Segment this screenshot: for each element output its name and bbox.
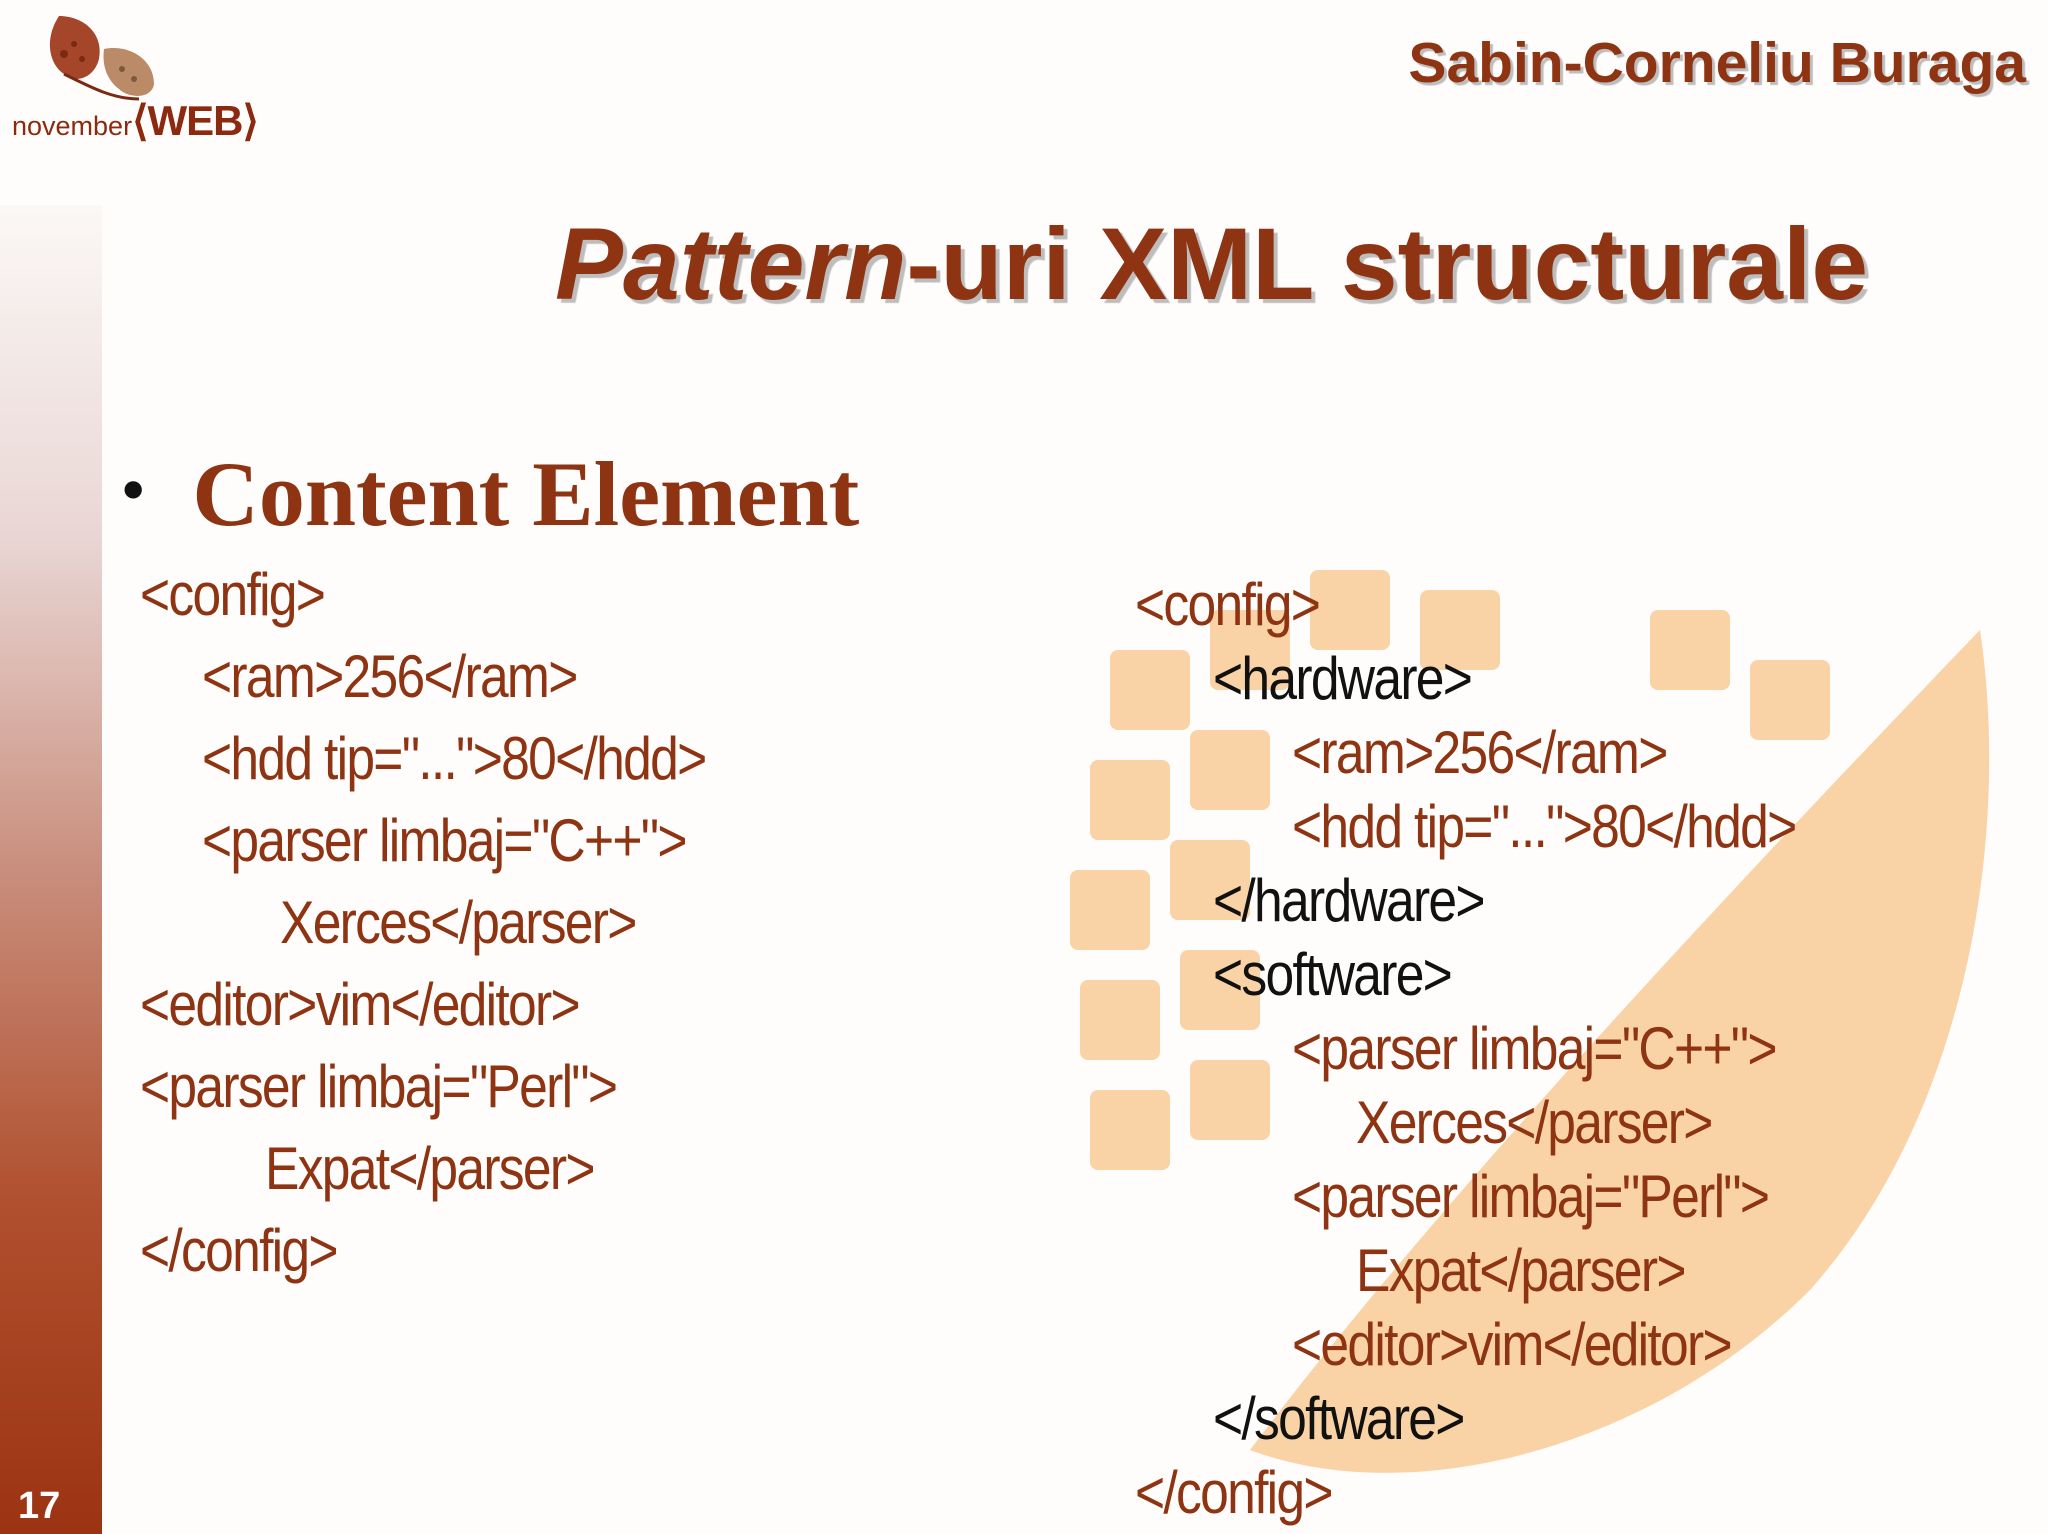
code-line: <config> — [1135, 571, 1321, 638]
slide-title: Pattern-uri XML structurale — [555, 208, 1868, 320]
logo-text-november: november — [12, 111, 133, 141]
code-line: <hdd tip="...">80</hdd> — [1292, 793, 1797, 860]
bullet-dot-icon: • — [122, 454, 145, 525]
november-web-logo: november⟨WEB⟩ — [4, 4, 264, 144]
code-line: Xerces</parser> — [280, 889, 637, 956]
code-line: <ram>256</ram> — [202, 643, 578, 710]
code-line: Xerces</parser> — [1356, 1089, 1713, 1156]
code-line: <parser limbaj="C++"> — [202, 807, 688, 874]
code-line: </software> — [1213, 1385, 1465, 1452]
code-line: <config> — [140, 561, 326, 628]
leaf-watermark-icon — [1070, 570, 1990, 1473]
code-line: <hardware> — [1213, 645, 1473, 712]
code-line: <hdd tip="...">80</hdd> — [202, 725, 707, 792]
code-line: Expat</parser> — [265, 1135, 595, 1202]
logo-text-web: ⟨WEB⟩ — [132, 97, 259, 144]
code-line: <editor>vim</editor> — [1292, 1311, 1733, 1378]
author-name: Sabin-Corneliu Buraga — [1408, 31, 2026, 95]
logo-text: november⟨WEB⟩ — [12, 96, 259, 145]
code-line: </hardware> — [1213, 867, 1486, 934]
code-line: <ram>256</ram> — [1292, 719, 1668, 786]
code-line: </config> — [140, 1217, 339, 1284]
code-line: <parser limbaj="Perl"> — [1292, 1163, 1770, 1230]
code-line: </config> — [1135, 1459, 1334, 1526]
slide-number: 17 — [18, 1485, 61, 1527]
bullet-content-element: •Content Element — [122, 448, 859, 540]
code-line: Expat</parser> — [1356, 1237, 1686, 1304]
leaf-logo-icon — [49, 16, 154, 101]
bullet-text: Content Element — [192, 443, 860, 545]
code-line: <software> — [1213, 941, 1453, 1008]
left-gradient-bar — [0, 205, 102, 1534]
code-line: <parser limbaj="Perl"> — [140, 1053, 618, 1120]
slide-title-italic: Pattern — [555, 207, 907, 321]
slide-title-rest: -uri XML structurale — [906, 207, 1869, 321]
code-line: <editor>vim</editor> — [140, 971, 581, 1038]
code-line: <parser limbaj="C++"> — [1292, 1015, 1778, 1082]
